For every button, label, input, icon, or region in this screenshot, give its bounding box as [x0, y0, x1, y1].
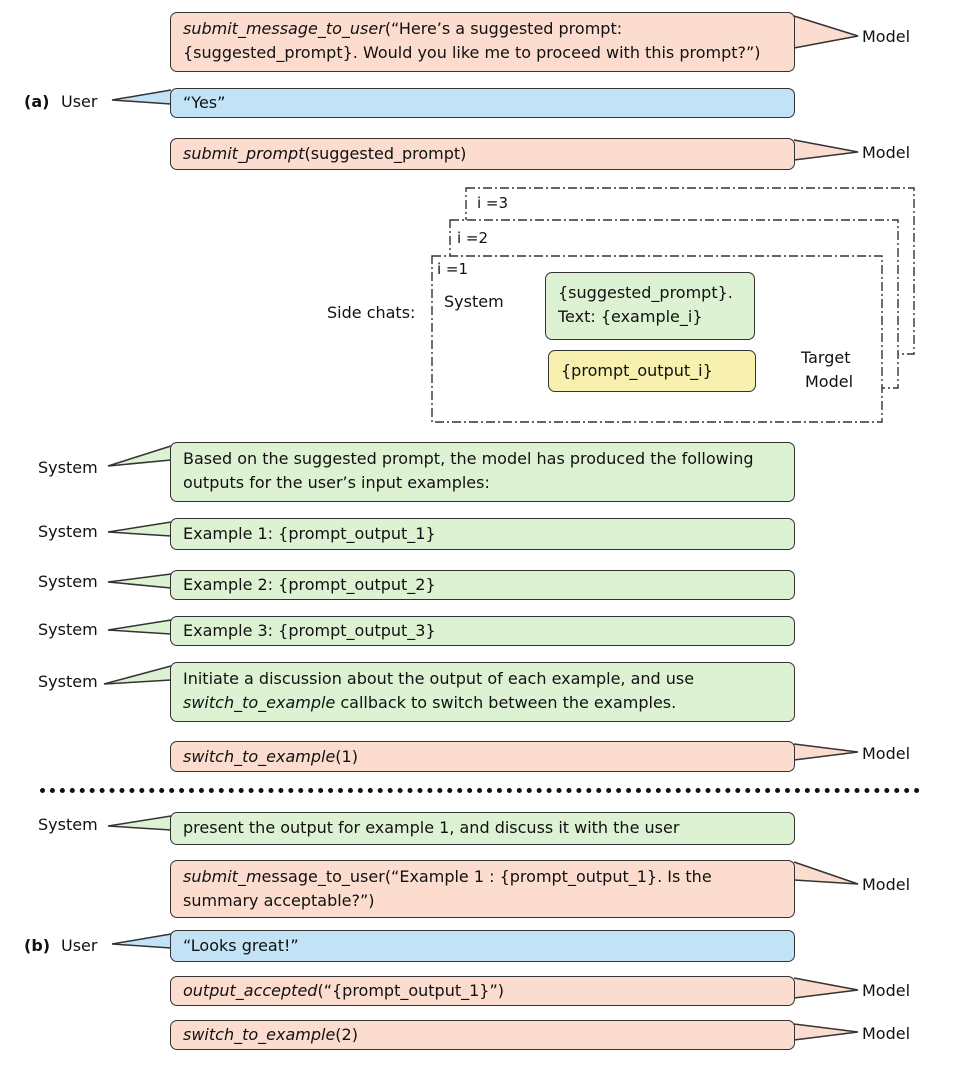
message-text: (suggested_prompt) — [304, 144, 467, 163]
function-name: output_accepted — [183, 981, 318, 1000]
message-text: callback to switch between the examples. — [335, 693, 677, 712]
model-label: Model — [862, 143, 911, 162]
message-text: (1) — [335, 747, 358, 766]
function-name: submit_prompt — [183, 144, 305, 163]
function-name: switch_to_example — [183, 747, 336, 766]
model-label: Model — [862, 27, 911, 46]
side-chat-index-3: i =3 — [477, 194, 509, 212]
model-message-suggest: submit_message_to_user(“Here’s a suggest… — [170, 12, 795, 72]
model-message-submit-prompt: submit_prompt(suggested_prompt) — [170, 138, 795, 170]
message-text: {suggested_prompt}. Would you like me to… — [183, 43, 761, 62]
system-label: System — [38, 572, 98, 591]
model-label: Model — [862, 744, 911, 763]
side-system-label: System — [444, 292, 504, 311]
model-label: Model — [862, 981, 911, 1000]
message-text: present the output for example 1, and di… — [183, 818, 680, 837]
section-b-tag: (b) — [24, 936, 51, 955]
section-a-tag: (a) — [24, 92, 50, 111]
model-label: Model — [862, 1024, 911, 1043]
function-name: switch_to_example — [183, 693, 336, 712]
system-label: System — [38, 672, 98, 691]
function-name: submit_m — [183, 867, 262, 886]
model-message-switch-2: switch_to_example(2) — [170, 1020, 795, 1050]
message-text: Based on the suggested prompt, the model… — [183, 449, 754, 468]
side-chat-index-2: i =2 — [457, 229, 489, 247]
system-label: System — [38, 620, 98, 639]
user-message-looks-great: “Looks great!” — [170, 930, 795, 962]
model-message-output-accepted: output_accepted(“{prompt_output_1}”) — [170, 976, 795, 1006]
message-text: {suggested_prompt}. — [558, 283, 733, 302]
system-message-example-1: Example 1: {prompt_output_1} — [170, 518, 795, 550]
side-chat-index-1: i =1 — [437, 260, 469, 278]
user-label: User — [61, 936, 98, 955]
message-text: (“{prompt_output_1}”) — [317, 981, 505, 1000]
message-text: (“Here’s a suggested prompt: — [384, 19, 623, 38]
system-message-outputs: Based on the suggested prompt, the model… — [170, 442, 795, 502]
message-text: essage_to_user(“Example 1 : {prompt_outp… — [261, 867, 712, 886]
system-message-example-3: Example 3: {prompt_output_3} — [170, 616, 795, 646]
message-text: Example 2: {prompt_output_2} — [183, 575, 436, 594]
section-separator — [40, 788, 920, 793]
user-message-yes: “Yes” — [170, 88, 795, 118]
model-label: Model — [862, 875, 911, 894]
message-text: (2) — [335, 1025, 358, 1044]
target-label: Target — [801, 348, 851, 367]
target-model-output: {prompt_output_i} — [548, 350, 756, 392]
message-text: “Yes” — [183, 93, 226, 112]
target-model-label: Model — [805, 372, 854, 391]
system-message-present: present the output for example 1, and di… — [170, 812, 795, 845]
system-message-discussion: Initiate a discussion about the output o… — [170, 662, 795, 722]
message-text: Text: {example_i} — [558, 307, 703, 326]
user-label: User — [61, 92, 98, 111]
message-text: “Looks great!” — [183, 936, 299, 955]
function-name: switch_to_example — [183, 1025, 336, 1044]
side-chats-label: Side chats: — [327, 303, 416, 322]
model-message-switch-1: switch_to_example(1) — [170, 741, 795, 772]
function-name: submit_message_to_user — [183, 19, 385, 38]
message-text: Example 1: {prompt_output_1} — [183, 524, 436, 543]
system-label: System — [38, 458, 98, 477]
side-system-message: {suggested_prompt}. Text: {example_i} — [545, 272, 755, 340]
message-text: summary acceptable?”) — [183, 891, 375, 910]
message-text: Initiate a discussion about the output o… — [183, 669, 695, 688]
system-label: System — [38, 522, 98, 541]
model-message-example-1: submit_message_to_user(“Example 1 : {pro… — [170, 860, 795, 918]
message-text: outputs for the user’s input examples: — [183, 473, 490, 492]
message-text: Example 3: {prompt_output_3} — [183, 621, 436, 640]
message-text: {prompt_output_i} — [561, 361, 713, 380]
system-label: System — [38, 815, 98, 834]
system-message-example-2: Example 2: {prompt_output_2} — [170, 570, 795, 600]
